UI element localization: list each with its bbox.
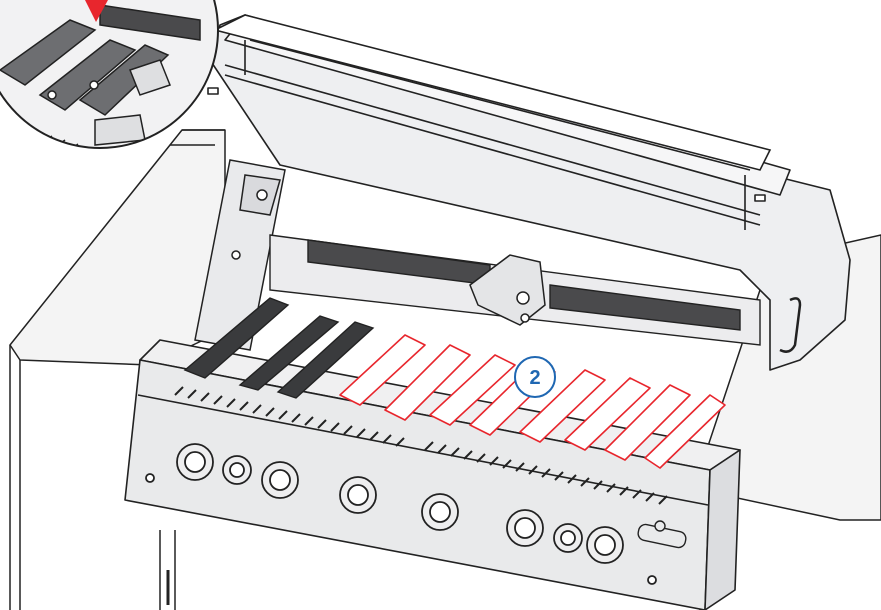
detail-inset — [0, 0, 219, 149]
flame-tamers-dark — [183, 297, 375, 399]
arrow-down-icon — [85, 0, 108, 22]
lid-handle — [212, 14, 772, 171]
rotisserie-bracket — [469, 254, 546, 326]
control-knobs — [145, 443, 657, 585]
callout-marker: 2 — [514, 356, 556, 398]
napoleon-logo-icon — [637, 520, 687, 549]
side-bracket — [194, 159, 286, 351]
callout-label: 2 — [529, 367, 540, 389]
front-vents — [174, 386, 668, 505]
